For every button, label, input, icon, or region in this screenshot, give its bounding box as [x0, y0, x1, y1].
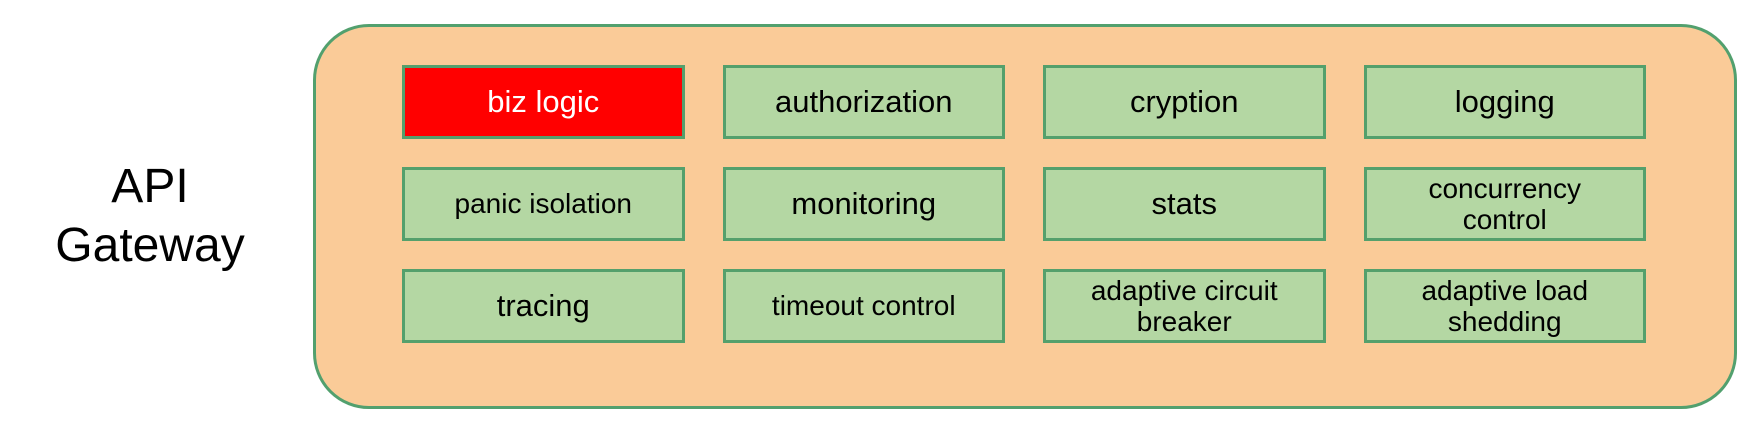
module-box-panic-isolation: panic isolation	[402, 167, 685, 241]
module-box-biz-logic: biz logic	[402, 65, 685, 139]
module-box-adaptive-load-shedding: adaptive load shedding	[1363, 269, 1646, 343]
module-box-timeout-control: timeout control	[722, 269, 1005, 343]
module-box-monitoring: monitoring	[722, 167, 1005, 241]
module-box-concurrency-control: concurrency control	[1363, 167, 1646, 241]
module-box-adaptive-circuit-breaker: adaptive circuit breaker	[1043, 269, 1326, 343]
module-box-stats: stats	[1043, 167, 1326, 241]
api-gateway-container: biz logic authorization cryption logging…	[313, 24, 1737, 409]
module-box-logging: logging	[1363, 65, 1646, 139]
module-box-cryption: cryption	[1043, 65, 1326, 139]
module-box-authorization: authorization	[722, 65, 1005, 139]
module-grid: biz logic authorization cryption logging…	[402, 65, 1646, 343]
api-gateway-title: API Gateway	[55, 159, 245, 272]
module-box-tracing: tracing	[402, 269, 685, 343]
